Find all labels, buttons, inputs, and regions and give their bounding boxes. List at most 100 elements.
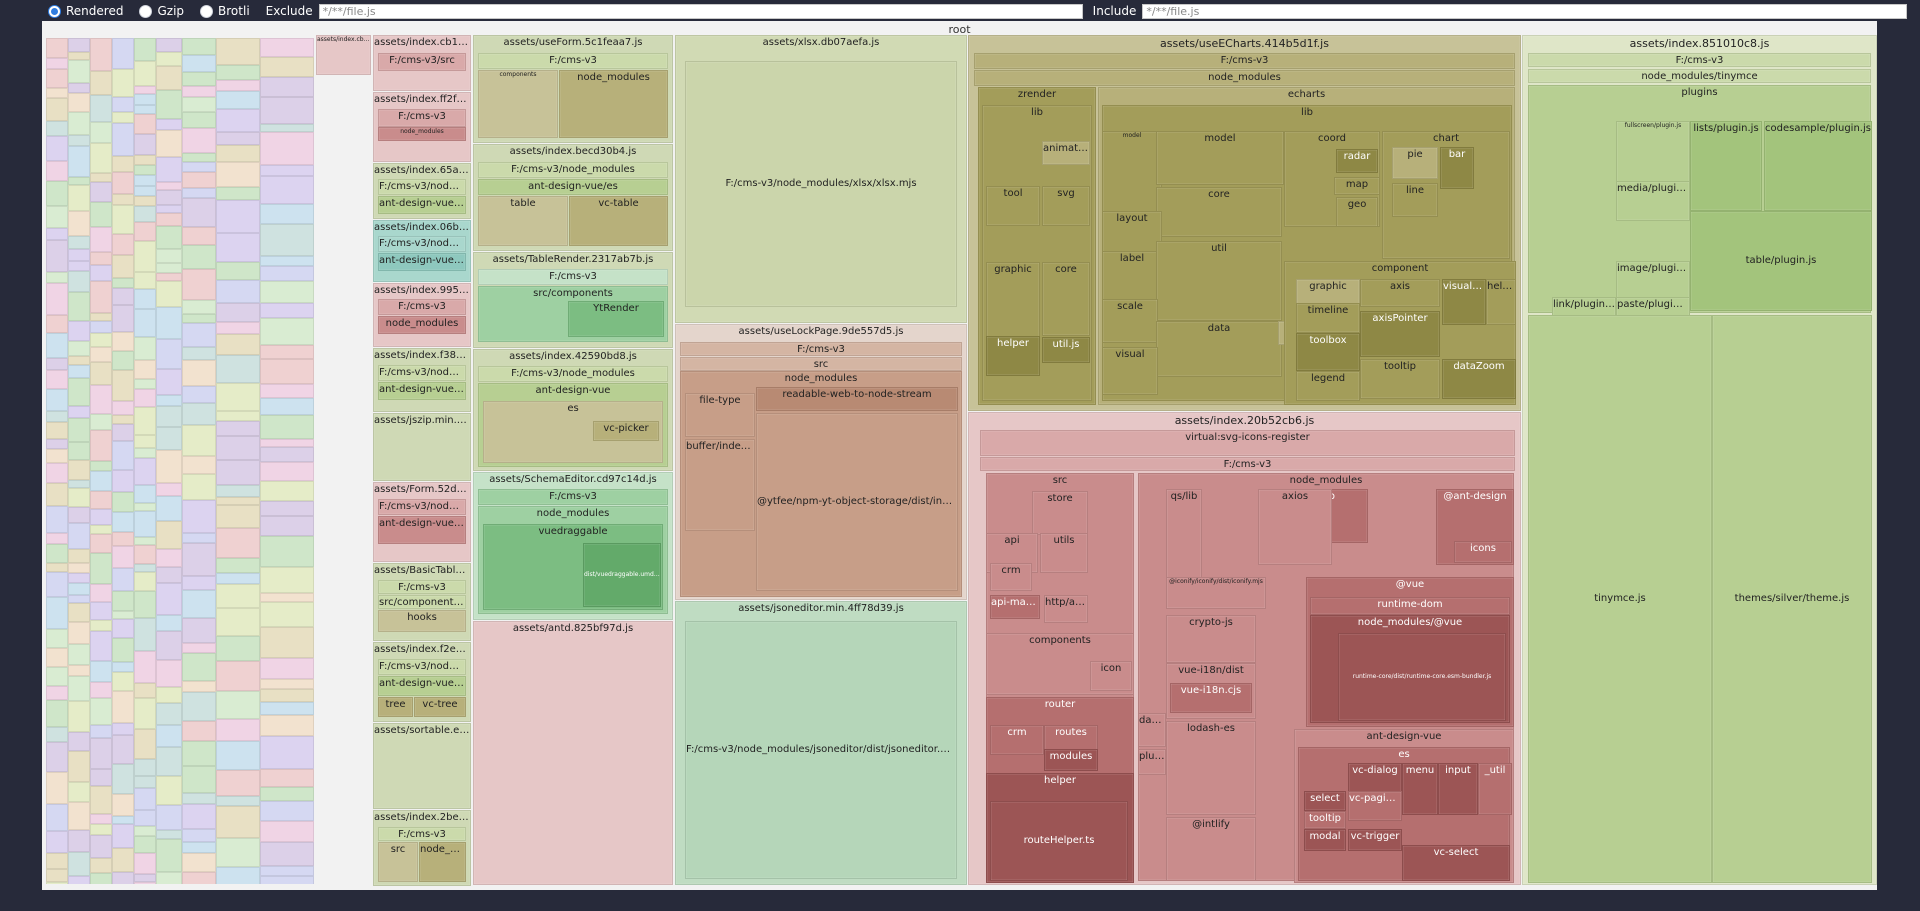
small-chunk-tile[interactable] (216, 770, 260, 796)
small-chunk-tile[interactable] (90, 534, 112, 553)
small-chunk-tile[interactable] (182, 643, 216, 653)
module-cms-node-modules-5[interactable]: F:/cms-v3/node_modules (378, 659, 466, 675)
chunk-a[interactable]: assets/index.cb1907fe.js (316, 35, 371, 75)
small-chunk-tile[interactable] (112, 723, 134, 735)
small-chunk-tile[interactable] (216, 65, 260, 80)
small-chunk-tile[interactable] (156, 281, 182, 307)
small-chunk-tile[interactable] (156, 496, 182, 521)
small-chunk-tile[interactable] (216, 303, 260, 322)
small-chunk-tile[interactable] (182, 842, 216, 853)
small-chunk-tile[interactable] (90, 173, 112, 182)
small-chunk-tile[interactable] (134, 272, 156, 289)
small-chunk-tile[interactable] (46, 853, 68, 869)
module-axis[interactable]: axis (1360, 279, 1440, 307)
module-svg-icons-register[interactable]: virtual:svg-icons-register (980, 430, 1515, 456)
small-chunk-tile[interactable] (156, 660, 182, 687)
small-chunk-tile[interactable] (90, 471, 112, 491)
small-chunk-tile[interactable] (112, 288, 134, 305)
small-chunk-tile[interactable] (216, 132, 260, 145)
module-data[interactable]: data (1156, 321, 1282, 377)
small-chunk-tile[interactable] (90, 631, 112, 661)
small-chunk-tile[interactable] (90, 835, 112, 858)
module-modules[interactable]: modules (1044, 749, 1098, 771)
small-chunk-tile[interactable] (46, 629, 68, 648)
small-chunk-tile[interactable] (182, 245, 216, 269)
module-intlify[interactable]: @intlify (1166, 817, 1256, 881)
small-chunk-tile[interactable] (46, 370, 68, 389)
small-chunk-tile[interactable] (134, 155, 156, 165)
module-line[interactable]: line (1392, 183, 1438, 217)
small-chunk-tile[interactable] (46, 804, 68, 831)
small-chunk-tile[interactable] (112, 332, 134, 351)
small-chunk-tile[interactable] (68, 378, 90, 406)
small-chunk-tile[interactable] (134, 94, 156, 105)
small-chunk-tile[interactable] (134, 186, 156, 196)
small-chunk-tile[interactable] (112, 156, 134, 172)
module-ant-design-vue-es-5[interactable]: ant-design-vue/es (378, 676, 466, 696)
small-chunk-tile[interactable] (182, 188, 216, 198)
small-chunk-tile[interactable] (156, 339, 182, 369)
small-chunk-tile[interactable] (46, 136, 68, 161)
small-chunk-tile[interactable] (182, 721, 216, 741)
small-chunk-tile[interactable] (90, 430, 112, 461)
small-chunk-tile[interactable] (112, 591, 134, 611)
small-chunk-tile[interactable] (260, 303, 314, 318)
small-chunk-tile[interactable] (260, 398, 314, 415)
module-toolbox[interactable]: toolbox (1296, 333, 1360, 371)
module-jsoneditor-min[interactable]: F:/cms-v3/node_modules/jsoneditor/dist/j… (685, 621, 957, 879)
small-chunk-tile[interactable] (182, 300, 216, 314)
small-chunk-tile[interactable] (216, 187, 260, 200)
small-chunk-tile[interactable] (112, 872, 134, 884)
small-chunk-tile[interactable] (216, 162, 260, 187)
module-cms-v3-2[interactable]: F:/cms-v3 (378, 299, 466, 315)
module-xlsx-mjs[interactable]: F:/cms-v3/node_modules/xlsx/xlsx.mjs (685, 61, 957, 307)
small-chunk-tile[interactable] (182, 55, 216, 72)
radio-brotli[interactable]: Brotli (200, 4, 250, 18)
small-chunk-tile[interactable] (134, 134, 156, 155)
small-chunk-tile[interactable] (182, 403, 216, 425)
small-chunk-tile[interactable] (134, 683, 156, 698)
small-chunk-tile[interactable] (112, 351, 134, 370)
small-chunk-tile[interactable] (134, 38, 156, 61)
module-vc-tree[interactable]: vc-tree (414, 697, 466, 717)
module-tree[interactable]: tree (378, 697, 413, 717)
small-chunk-tile[interactable] (216, 838, 260, 867)
small-chunk-tile[interactable] (260, 516, 314, 536)
small-chunk-tile[interactable] (90, 584, 112, 602)
small-chunk-tile[interactable] (182, 86, 216, 97)
small-chunk-tile[interactable] (216, 608, 260, 636)
small-chunk-tile[interactable] (68, 549, 90, 563)
small-chunk-tile[interactable] (90, 509, 112, 525)
small-chunk-tile[interactable] (68, 60, 90, 83)
small-chunk-tile[interactable] (260, 97, 314, 124)
small-chunk-tile[interactable] (68, 211, 90, 236)
small-chunk-tile[interactable] (90, 182, 112, 202)
small-chunk-tile[interactable] (260, 593, 314, 602)
small-chunk-tile[interactable] (216, 796, 260, 806)
small-chunk-tile[interactable] (90, 858, 112, 873)
small-chunk-tile[interactable] (90, 95, 112, 122)
module-hooks[interactable]: hooks (378, 610, 466, 632)
small-chunk-tile[interactable] (260, 256, 314, 266)
small-chunk-tile[interactable] (46, 422, 68, 439)
small-chunk-tile[interactable] (134, 448, 156, 458)
small-chunk-tile[interactable] (182, 38, 216, 55)
small-chunk-tile[interactable] (134, 572, 156, 591)
small-chunk-tile[interactable] (68, 236, 90, 249)
module-visual-map[interactable]: visualMap (1442, 279, 1486, 325)
treemap-root[interactable]: root assets/index.cb1907fe.jsassets/inde… (42, 21, 1877, 890)
module-crm-2[interactable]: crm (990, 725, 1044, 755)
module-buffer-index[interactable]: buffer/index.js (685, 439, 755, 531)
module-crm[interactable]: crm (990, 563, 1032, 591)
small-chunk-tile[interactable] (112, 370, 134, 401)
module-cms-v3-10[interactable]: F:/cms-v3 (980, 457, 1515, 471)
small-chunk-tile[interactable] (182, 533, 216, 543)
small-chunk-tile[interactable] (260, 224, 314, 256)
module-node-modules-7[interactable]: node_modules (974, 70, 1515, 86)
small-chunk-tile[interactable] (112, 691, 134, 723)
small-chunk-tile[interactable] (112, 97, 134, 112)
module-tooltip[interactable]: tooltip (1360, 359, 1440, 399)
module-helper[interactable]: helper (986, 336, 1040, 376)
small-chunk-tile[interactable] (260, 176, 314, 204)
small-chunk-tile[interactable] (112, 824, 134, 848)
